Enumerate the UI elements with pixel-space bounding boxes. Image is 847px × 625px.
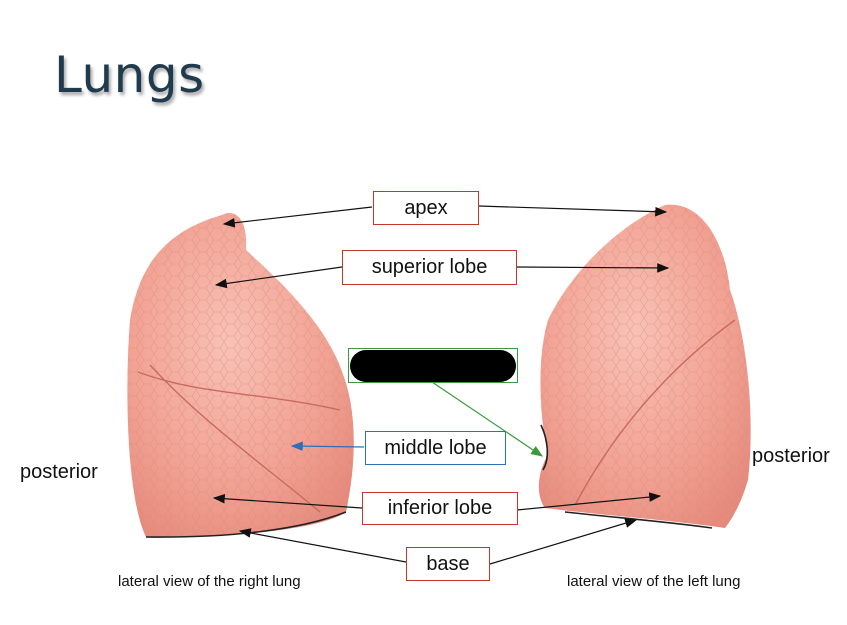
posterior-label-left: posterior [20,461,98,484]
apex-label: apex [373,191,479,225]
caption-right-lung: lateral view of the right lung [118,573,301,590]
apex-arrow-left [224,207,372,224]
caption-left-lung: lateral view of the left lung [567,573,740,590]
middle-lobe-label: middle lobe [365,431,506,465]
right-lung [127,213,353,537]
posterior-label-right: posterior [752,445,830,468]
base-label: base [406,547,490,581]
redaction-mark [350,350,516,382]
inferior-lobe-label: inferior lobe [362,492,518,525]
apex-arrow-right [479,206,666,212]
superior-lobe-label: superior lobe [342,250,517,285]
base-arrow-left [240,531,406,562]
left-lung [539,205,751,528]
base-arrow-right [490,520,636,564]
